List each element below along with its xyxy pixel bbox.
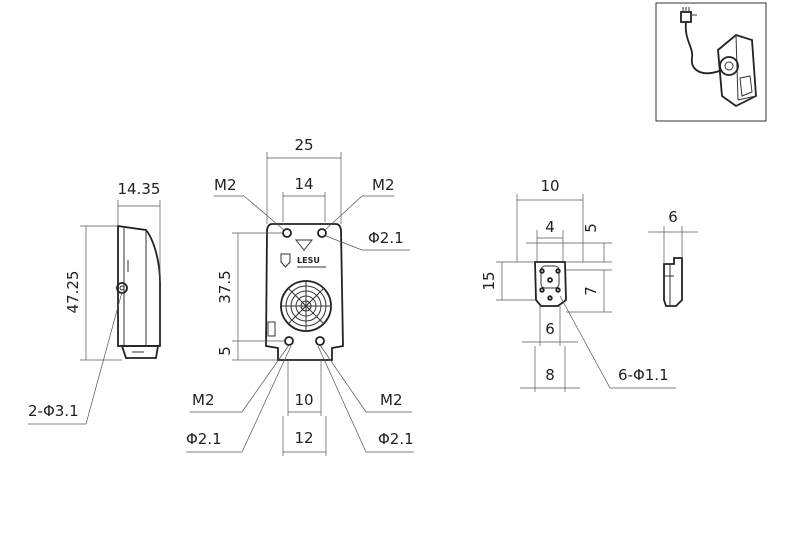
brand-logo: LESU <box>280 253 326 268</box>
dim-25-label: 25 <box>294 136 313 154</box>
dim-bracket-5-label: 5 <box>582 223 600 233</box>
bracket-hole-3 <box>555 268 561 274</box>
hole-note-bracket: 6-Φ1.1 <box>618 366 669 384</box>
connector-port <box>267 321 276 337</box>
front-view: LESU 25 14 M2 <box>186 136 414 456</box>
bracket-hole-1 <box>547 277 553 283</box>
fan-icon <box>280 280 332 332</box>
dim-47-25-label: 47.25 <box>64 271 82 314</box>
bottom-hole-left <box>284 336 294 346</box>
dim-bracket-4-label: 4 <box>545 218 555 236</box>
fan-unit-icon <box>717 33 757 108</box>
dim-bracket-10-label: 10 <box>540 177 559 195</box>
dim-bracket-8-label: 8 <box>545 366 555 384</box>
thread-m2-bottom-left: M2 <box>192 391 215 409</box>
dim-37-5-label: 37.5 <box>216 270 234 303</box>
bracket-hole-2 <box>539 268 545 274</box>
dim-12-label: 12 <box>294 429 313 447</box>
thread-m2-bottom-right: M2 <box>380 391 403 409</box>
thread-m2-top-left: M2 <box>214 176 237 194</box>
bottom-hole-right <box>315 336 325 346</box>
front-view-body <box>265 223 344 361</box>
bracket-hole-6 <box>547 295 553 301</box>
top-hole-left <box>282 228 292 238</box>
brand-text: LESU <box>297 256 320 265</box>
side-view-body <box>117 224 161 347</box>
dim-10-label: 10 <box>294 391 313 409</box>
shield-icon <box>280 253 291 268</box>
bracket-view: 10 4 5 15 7 6 8 6-Φ1.1 <box>480 177 676 392</box>
cable <box>684 21 723 75</box>
bracket-side-view: 6 <box>648 208 698 307</box>
inset-frame <box>655 2 767 122</box>
dim-bracket-15-label: 15 <box>480 271 498 290</box>
isometric-inset <box>655 2 767 122</box>
bracket-side-body <box>663 257 683 307</box>
dim-bracket-7-label: 7 <box>582 286 600 296</box>
bracket-hole-4 <box>539 287 545 293</box>
dim-bracket-side-6-label: 6 <box>668 208 678 226</box>
dim-bracket-6-label: 6 <box>545 320 555 338</box>
thread-m2-top-right: M2 <box>372 176 395 194</box>
hole-note-side: 2-Φ3.1 <box>28 402 79 420</box>
dim-5-label: 5 <box>216 346 234 356</box>
plug-icon <box>680 7 697 23</box>
hole-dia-top: Φ2.1 <box>368 229 404 247</box>
top-hole-right <box>317 228 327 238</box>
hole-dia-bottom-right: Φ2.1 <box>378 430 414 448</box>
side-view-foot <box>120 345 160 359</box>
dim-14-label: 14 <box>294 175 313 193</box>
hole-dia-bottom-left: Φ2.1 <box>186 430 222 448</box>
bracket-hole-5 <box>555 287 561 293</box>
side-view: 14.35 47.25 2-Φ3.1 <box>28 180 161 425</box>
dim-14-35-label: 14.35 <box>118 180 161 198</box>
